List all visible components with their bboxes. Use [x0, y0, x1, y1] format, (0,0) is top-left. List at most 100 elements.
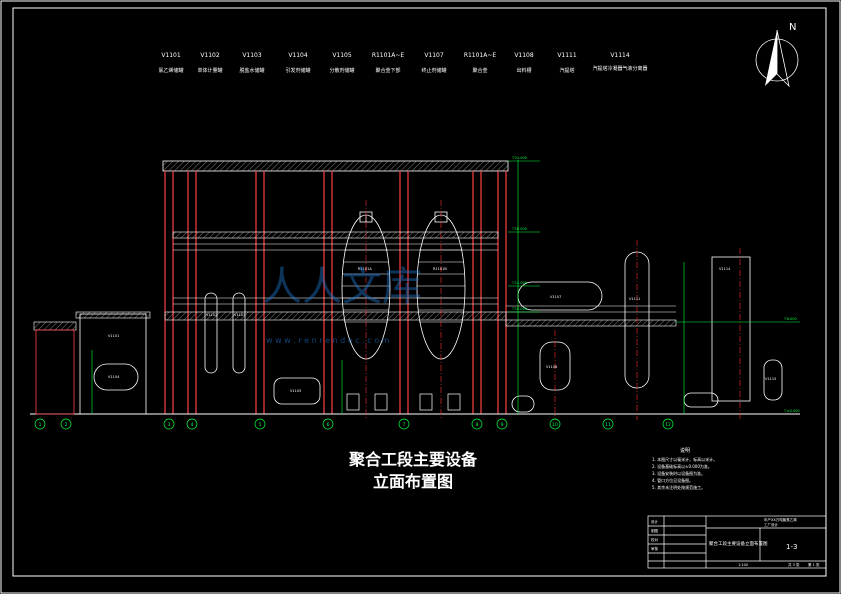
grid-label: 9 — [501, 422, 504, 428]
grid-label: 1 — [39, 422, 42, 428]
grid-label: 4 — [191, 422, 194, 428]
drawing-title-line1: 聚合工段主要设备 — [348, 450, 478, 469]
legend-tag: V1104 — [288, 52, 308, 59]
grid-label: 6 — [327, 422, 330, 428]
notes-line: 1. 本图尺寸以毫米计，标高以米计。 — [652, 456, 717, 462]
legend-name: 聚合釜 — [472, 67, 487, 74]
title-block-drawing-name: 聚合工段主要设备立面布置图 — [709, 540, 768, 547]
elevation-label: ▽6.000 — [784, 317, 797, 321]
equipment-legend: V1101 氯乙烯储罐 V1102 单体计量罐 V1103 脱盐水储罐 V110… — [158, 52, 647, 74]
title-block-row-label: 审核 — [651, 546, 659, 551]
elevation-label: ▽24.000 — [512, 156, 527, 160]
title-block-text: 年产XX万吨聚氯乙烯 工厂设计 聚合工段主要设备立面布置图 1-3 设计 制图 … — [651, 517, 820, 567]
legend-tag: V1111 — [557, 52, 577, 59]
title-block-project: 工厂设计 — [764, 522, 778, 527]
legend-name: 氯乙烯储罐 — [158, 67, 183, 74]
equipment-tag: V1105 — [290, 389, 301, 393]
equipment — [93, 214, 783, 413]
title-block-sheet-no: 1-3 — [786, 543, 797, 551]
notes-line: 3. 设备安装时以设备图为准。 — [652, 470, 705, 476]
notes-line: 4. 管口方位见设备图。 — [652, 477, 693, 483]
equipment-tag: R1101B — [433, 267, 447, 271]
notes-line: 5. 其余未注明处按规范施工。 — [652, 484, 705, 490]
floor-slab-middle — [164, 311, 507, 321]
inner-frame — [12, 7, 827, 577]
title-block — [647, 515, 827, 569]
legend-tag: R1101A~E — [372, 52, 405, 59]
legend-tag: V1105 — [332, 52, 352, 59]
roof-slab — [162, 160, 509, 172]
grid-label: 2 — [65, 422, 68, 428]
equipment-tag: V1107 — [550, 295, 561, 299]
v1101-tank-roof — [75, 311, 151, 319]
grid-label: 8 — [476, 422, 479, 428]
pumps — [346, 393, 461, 411]
legend-tag: V1107 — [424, 52, 444, 59]
equipment-tag: V1115 — [765, 377, 776, 381]
legend-name: 聚合釜下部 — [375, 67, 400, 74]
grid-label: 5 — [259, 422, 262, 428]
legend-tag: V1101 — [161, 52, 181, 59]
floor-slab-right — [505, 319, 677, 327]
legend-name: 脱盐水储罐 — [239, 67, 264, 74]
elevation-label: ▽14.000 — [512, 281, 527, 285]
equipment-tags: V1101 V1102 V1103 V1104 V1105 R1101A R11… — [108, 267, 776, 393]
legend-name: 出料槽 — [516, 67, 531, 74]
elevation-labels: ▽24.000 ▽18.000 ▽14.000 ▽10.000 ▽6.000 ▽… — [512, 156, 800, 413]
legend-tag: V1114 — [610, 52, 630, 59]
equipment-tag: V1114 — [719, 267, 731, 271]
north-arrow-icon: N — [755, 22, 799, 88]
floor-slab-left — [33, 321, 77, 331]
drawing-title-line2: 立面布置图 — [373, 472, 453, 491]
grid-label: 3 — [168, 422, 171, 428]
legend-tag: V1103 — [242, 52, 262, 59]
equipment-tag: V1111 — [629, 297, 640, 301]
equipment-tag: R1101A — [358, 267, 372, 271]
grid-label: 7 — [403, 422, 406, 428]
title-block-row-label: 制图 — [651, 528, 659, 533]
equipment-tag: V1104 — [108, 375, 120, 379]
dimension-lines — [91, 160, 800, 414]
notes-block: 说明 1. 本图尺寸以毫米计，标高以米计。 2. 设备基础标高以±0.000为准… — [652, 447, 717, 490]
structure-columns — [164, 171, 507, 414]
grid-label: 11 — [605, 422, 611, 428]
title-block-sheet-index: 第 1 张 — [808, 562, 820, 567]
grid-label: 12 — [665, 422, 671, 428]
equipment-tag: V1103 — [234, 313, 245, 317]
watermark-text: 人人文库 — [262, 264, 422, 310]
legend-tag: V1102 — [200, 52, 220, 59]
north-label: N — [789, 22, 796, 33]
watermark: 人人文库 w w w . r e n r e n d o c . c o m — [262, 264, 422, 345]
legend-tag: V1108 — [514, 52, 534, 59]
equipment-tag: V1102 — [206, 313, 217, 317]
legend-name: 汽提塔 — [559, 67, 574, 74]
title-block-row-label: 设计 — [651, 519, 659, 524]
grid-axes — [34, 418, 674, 430]
elevation-label: ▽±0.000 — [784, 409, 800, 413]
elevation-label: ▽10.000 — [512, 307, 527, 311]
notes-line: 2. 设备基础标高以±0.000为准。 — [652, 463, 712, 469]
legend-name: 分散剂储罐 — [329, 67, 354, 74]
legend-name: 引发剂储罐 — [285, 67, 310, 74]
grid-axis-labels: 1 2 3 4 5 6 7 8 9 10 11 12 — [39, 422, 671, 428]
elevation-label: ▽18.000 — [512, 227, 527, 231]
agitator-motors — [359, 211, 448, 223]
title-block-sheet-count: 共 3 张 — [788, 562, 800, 567]
equipment-tag: V1101 — [108, 334, 119, 338]
legend-tag: R1101A~E — [464, 52, 497, 59]
watermark-url: w w w . r e n r e n d o c . c o m — [266, 336, 390, 345]
title-block-scale: 1:100 — [738, 563, 748, 567]
centerlines — [365, 200, 741, 420]
title-block-company: 年产XX万吨聚氯乙烯 — [764, 517, 797, 522]
title-block-row-label: 校对 — [651, 537, 659, 542]
legend-name: 单体计量罐 — [197, 67, 222, 74]
left-shed — [35, 329, 75, 415]
notes-heading: 说明 — [680, 447, 690, 454]
floor-slab-upper — [172, 231, 499, 239]
legend-name: 终止剂储罐 — [421, 67, 446, 74]
grid-label: 10 — [552, 422, 558, 428]
equipment-tag: V1108 — [546, 365, 557, 369]
legend-name: 汽提塔冷凝器气液分离器 — [592, 65, 647, 72]
